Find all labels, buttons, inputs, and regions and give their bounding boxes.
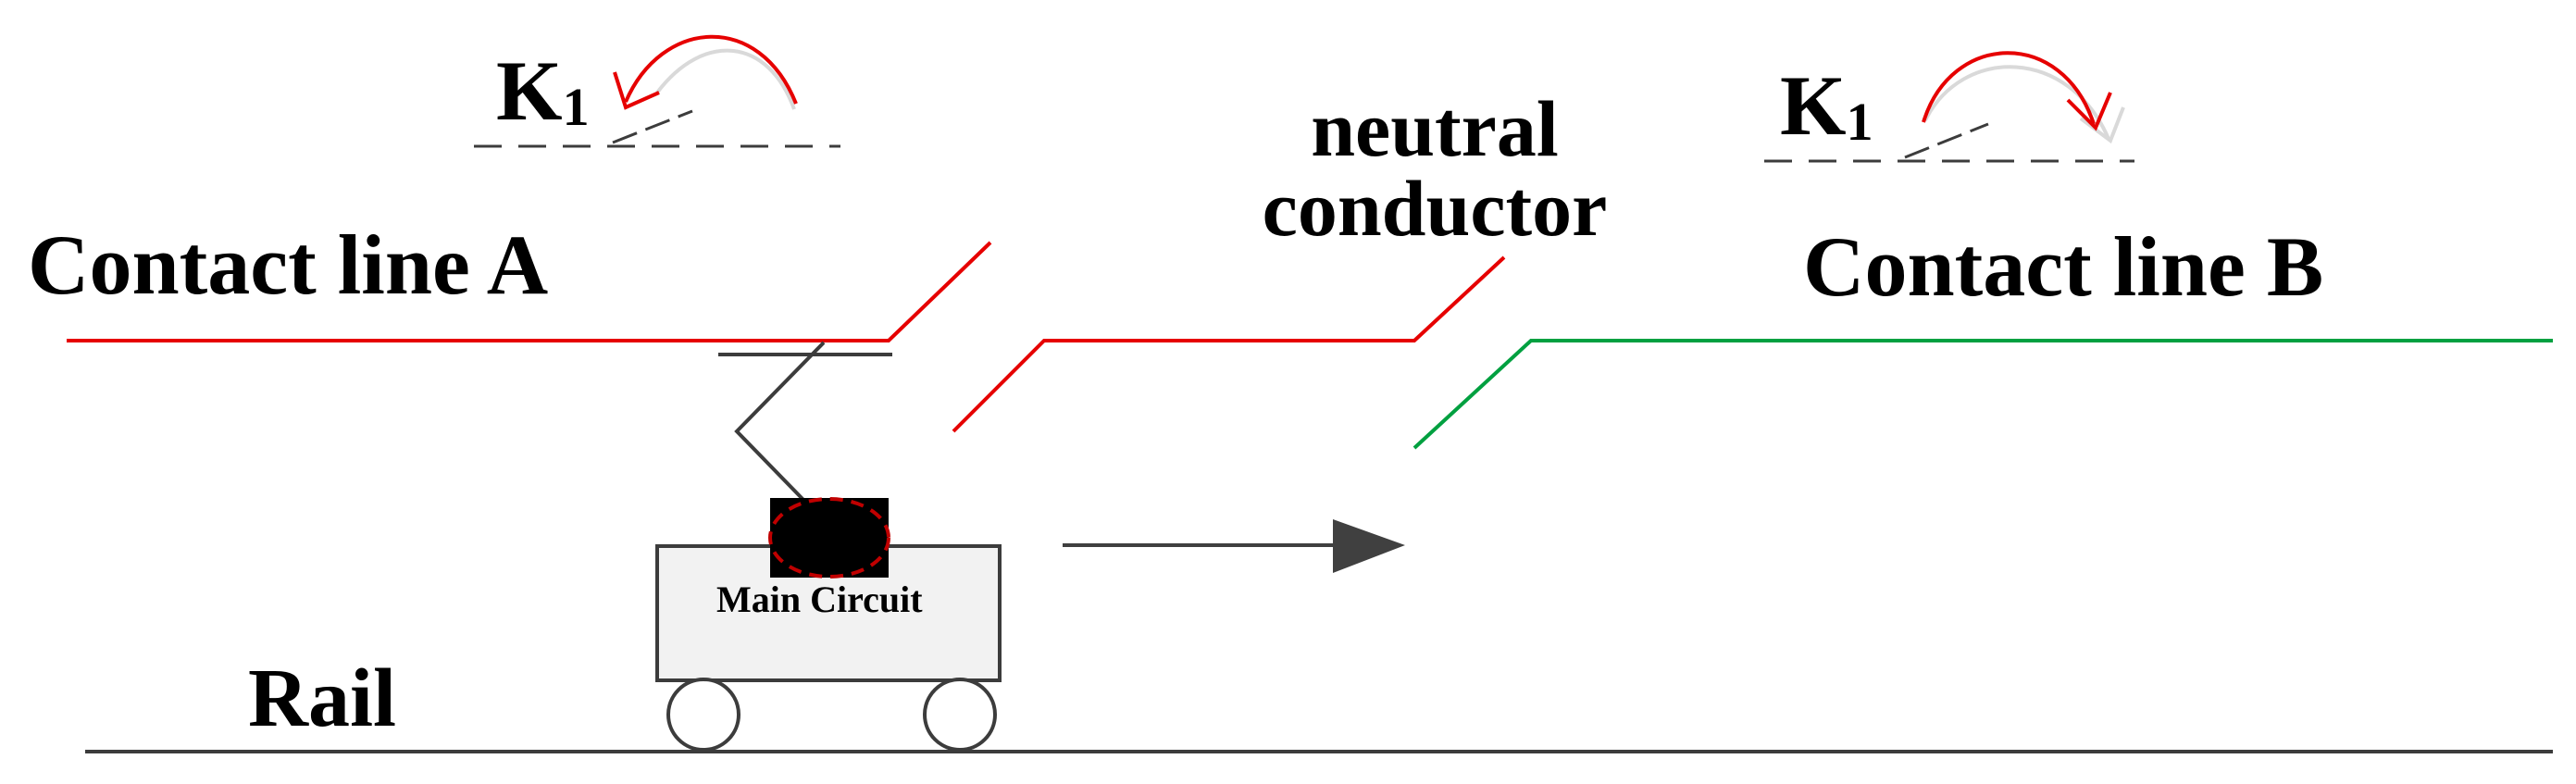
neutral-conductor-label: neutral conductor <box>1222 89 1648 248</box>
switch-k1-left-arrow <box>624 34 798 105</box>
switch-k1-left-blade <box>612 109 693 144</box>
contact-line-b <box>1412 339 2553 450</box>
switch-k1-left-shadow-arrow <box>655 48 796 110</box>
switch-k1-right-subscript: 1 <box>1846 92 1873 152</box>
locomotive <box>655 497 1002 752</box>
pantograph <box>718 341 892 502</box>
rail-label: Rail <box>248 653 397 744</box>
contact-line-a <box>67 241 992 342</box>
neutral-conductor-label-line2: conductor <box>1262 164 1608 253</box>
switch-k1-left-subscript: 1 <box>562 77 590 137</box>
neutral-conductor <box>952 255 1506 433</box>
switch-k1-left-label: K1 <box>496 48 590 134</box>
main-circuit-label: Main Circuit <box>716 579 923 620</box>
wheel-left <box>666 678 740 752</box>
switch-k1-left <box>474 34 840 148</box>
switch-k1-right-arrow <box>1922 51 2096 125</box>
neutral-conductor-label-line1: neutral <box>1311 84 1559 173</box>
direction-arrow <box>1063 519 1405 573</box>
main-circuit-highlight <box>768 497 890 579</box>
main-circuit-block <box>770 498 889 578</box>
wheel-right <box>923 678 997 752</box>
switch-k1-left-letter: K <box>496 44 563 138</box>
switch-k1-right-blade <box>1904 122 1989 159</box>
switch-k1-right-label: K1 <box>1780 63 1873 149</box>
switch-k1-right-shadow-arrow <box>1923 65 2110 140</box>
contact-line-b-label: Contact line B <box>1803 219 2324 314</box>
switch-k1-right-letter: K <box>1780 58 1847 153</box>
switch-k1-right <box>1764 51 2134 163</box>
contact-line-a-label: Contact line A <box>28 218 549 312</box>
